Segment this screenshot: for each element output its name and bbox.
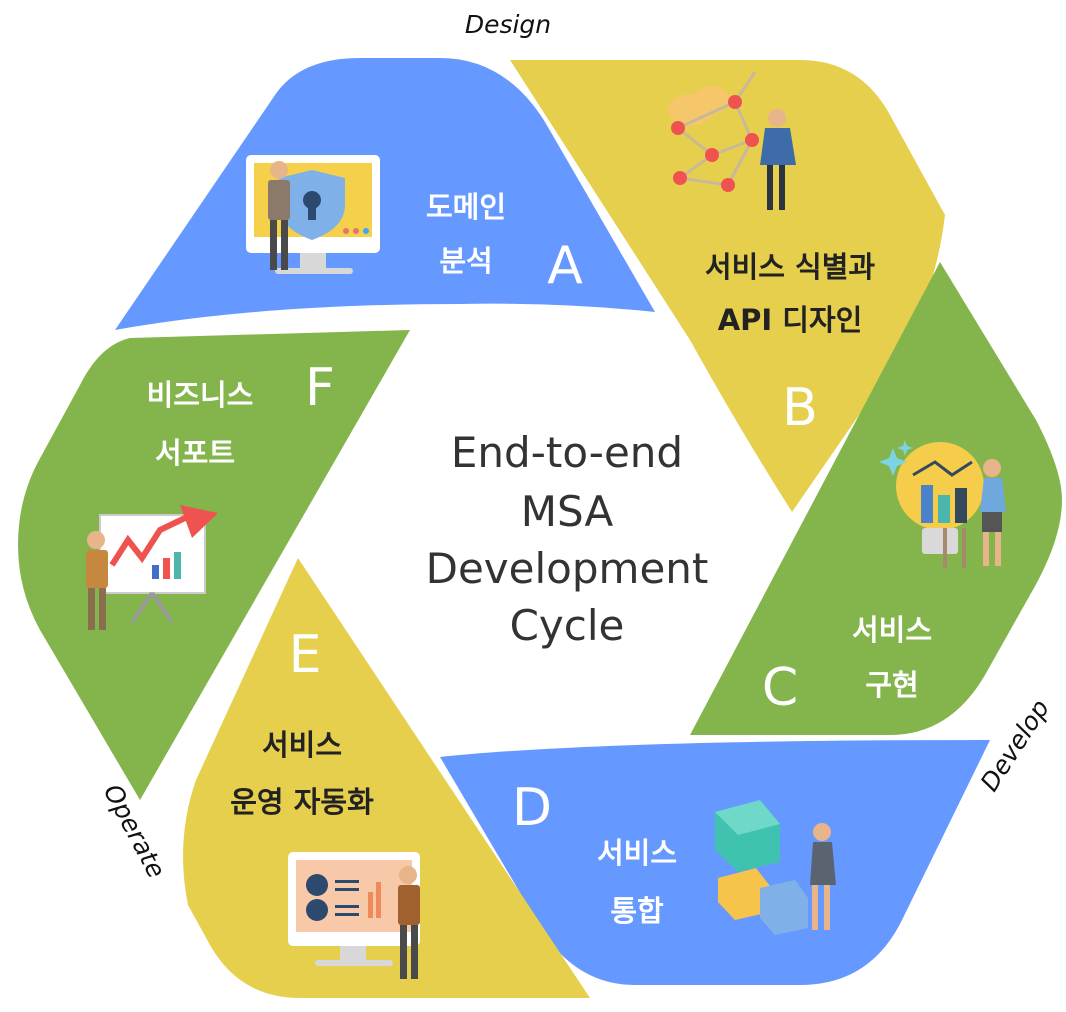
- segment-e-title-line2: 운영 자동화: [230, 785, 374, 819]
- presentation-growth-person-icon: [86, 505, 218, 630]
- segment-b: 서비스 식별과 API 디자인 B: [510, 60, 945, 512]
- center-title-line4: Cycle: [510, 601, 625, 650]
- segment-a-shape: [115, 58, 655, 330]
- phase-label-design: Design: [465, 10, 551, 39]
- center-title-line2: MSA: [521, 487, 614, 536]
- center-title: End-to-end MSA Development Cycle: [426, 428, 709, 650]
- segment-a: 도메인 분석 A: [115, 58, 655, 330]
- segment-e-letter: E: [289, 625, 322, 685]
- center-title-line3: Development: [426, 544, 709, 593]
- segment-c-title-line2: 구현: [865, 668, 918, 702]
- segment-d-title-line1: 서비스: [597, 836, 677, 870]
- segment-c-letter: C: [762, 658, 798, 718]
- segment-d-shape: [440, 740, 990, 985]
- cubes-person-icon: [715, 800, 836, 935]
- segment-b-title-line2: API 디자인: [718, 303, 863, 337]
- segment-b-letter: B: [782, 378, 818, 438]
- segment-d-title-line2: 통합: [610, 894, 664, 928]
- network-cube-person-icon: [668, 71, 796, 210]
- lightbulb-chart-person-icon: [879, 440, 1006, 568]
- segment-b-title-line1: 서비스 식별과: [705, 250, 875, 284]
- segment-d-letter: D: [512, 778, 552, 838]
- center-title-line1: End-to-end: [451, 428, 683, 477]
- segment-e: 서비스 운영 자동화 E: [183, 558, 590, 998]
- segment-a-letter: A: [547, 236, 583, 296]
- segment-f-shape: [18, 330, 410, 800]
- segment-b-shape: [510, 60, 945, 512]
- segment-d: 서비스 통합 D: [440, 740, 990, 985]
- dashboard-monitor-person-icon: [288, 852, 420, 979]
- segment-c-shape: [690, 262, 1062, 735]
- segment-f-letter: F: [305, 358, 335, 418]
- segment-c: 서비스 구현 C: [690, 262, 1062, 735]
- segment-c-title-line1: 서비스: [852, 613, 932, 647]
- monitor-shield-person-icon: [246, 155, 380, 274]
- segment-f-title-line2: 서포트: [155, 436, 235, 470]
- segment-e-shape: [183, 558, 590, 998]
- phase-label-operate: Operate: [98, 779, 171, 882]
- segment-a-title-line1: 도메인: [426, 190, 506, 224]
- segment-e-title-line1: 서비스: [262, 728, 342, 762]
- segment-a-title-line2: 분석: [439, 244, 492, 278]
- segment-f: 비즈니스 서포트 F: [18, 330, 410, 800]
- segment-f-title-line1: 비즈니스: [147, 378, 254, 412]
